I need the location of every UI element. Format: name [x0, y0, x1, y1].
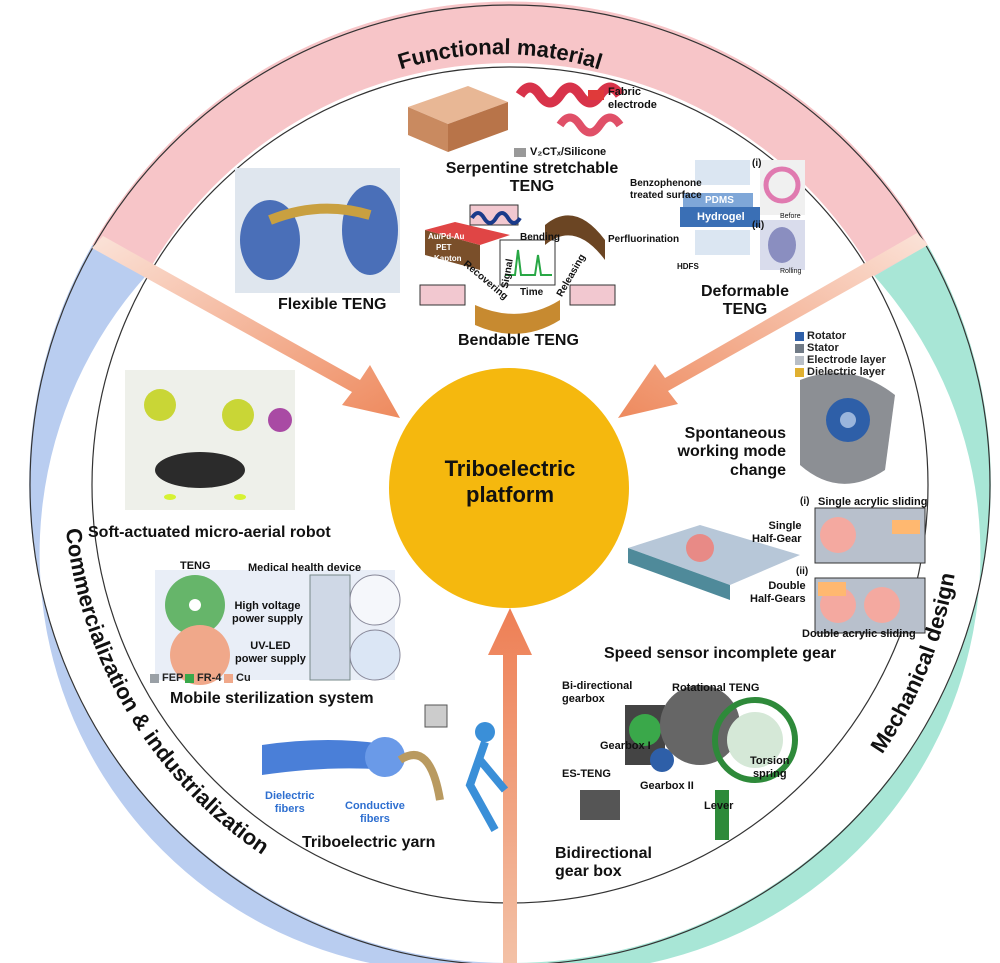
- single-acrylic-label: Single acrylic sliding: [818, 496, 928, 508]
- deformable-marker-ii: (ii): [752, 220, 765, 231]
- ring-right: [510, 245, 991, 963]
- teng-label: TENG: [180, 560, 211, 572]
- high-voltage-label: High voltage power supply: [232, 600, 303, 625]
- time-label: Time: [520, 287, 544, 298]
- bendable-teng-illustration: [419, 204, 616, 334]
- spontaneous-mode-label: Spontaneous working mode change: [677, 425, 786, 479]
- v2ct-silicone-label: V₂CTₓ/Silicone: [530, 146, 607, 158]
- legend-rotator: Rotator: [795, 330, 846, 342]
- pdms-label: PDMS: [705, 195, 734, 206]
- micro-aerial-robot-photo: [125, 370, 295, 510]
- benzophenone-label: Benzophenone treated surface: [630, 178, 702, 201]
- serpentine-teng-illustration: [408, 82, 625, 157]
- center-title-line1: Triboelectric: [444, 456, 576, 481]
- hdfs-label: HDFS: [677, 262, 699, 271]
- dielectric-fibers-label: Dielectric fibers: [265, 790, 315, 815]
- center-title: Triboelectric platform: [395, 456, 625, 509]
- medical-device-label: Medical health device: [248, 562, 362, 574]
- serpentine-teng-label: Serpentine stretchable TENG: [445, 160, 619, 196]
- arrow-right: [618, 233, 928, 418]
- bidirectional-gearbox-small-label: Bi-directional gearbox: [562, 680, 633, 705]
- triboelectric-yarn-illustration: [262, 704, 509, 832]
- before-label: Before: [780, 213, 801, 220]
- speed-marker-ii: (ii): [796, 566, 809, 577]
- torsion-spring-label: Torsion spring: [750, 755, 790, 780]
- uvled-label: UV-LED power supply: [235, 640, 306, 665]
- bidirectional-gearbox-illustration: [580, 685, 798, 840]
- legend-cu: Cu: [224, 672, 251, 684]
- speed-sensor-illustration: [628, 507, 926, 634]
- center-circle: [389, 368, 629, 608]
- rotational-teng-label: Rotational TENG: [672, 682, 760, 694]
- legend-fep: FEP: [150, 672, 183, 684]
- double-halfgear-label: Double Half-Gears: [750, 580, 806, 605]
- micro-aerial-robot-label: Soft-actuated micro-aerial robot: [88, 524, 331, 541]
- es-teng-label: ES-TENG: [562, 768, 611, 780]
- au-pd-au-label: Au/Pd-Au: [428, 232, 465, 241]
- kapton-label: Kapton: [434, 254, 462, 263]
- flexible-teng-photo: [235, 168, 400, 293]
- legend-fr4: FR-4: [185, 672, 221, 684]
- deformable-teng-label: Deformable TENG: [700, 283, 790, 319]
- sterilization-illustration: [155, 570, 401, 685]
- speed-sensor-label: Speed sensor incomplete gear: [604, 645, 837, 662]
- bidirectional-gear-box-label: Bidirectional gear box: [555, 845, 652, 881]
- double-acrylic-label: Double acrylic sliding: [802, 628, 916, 640]
- pet-label: PET: [436, 243, 452, 252]
- center-title-line2: platform: [466, 482, 554, 508]
- speed-marker-i: (i): [800, 496, 810, 507]
- flexible-teng-label: Flexible TENG: [278, 296, 387, 313]
- gearbox-2-label: Gearbox II: [640, 780, 694, 792]
- arrow-left: [92, 236, 400, 418]
- mobile-sterilization-label: Mobile sterilization system: [170, 690, 374, 707]
- arrow-bottom: [488, 608, 532, 963]
- deformable-teng-illustration: [680, 160, 805, 270]
- lever-label: Lever: [704, 800, 734, 812]
- ring-outline-outer: [29, 4, 991, 963]
- fabric-electrode-label: Fabric electrode: [608, 86, 657, 111]
- triboelectric-yarn-label: Triboelectric yarn: [302, 834, 436, 851]
- ring-left: [29, 245, 510, 963]
- rolling-label: Rolling: [780, 268, 802, 275]
- ring-top: [92, 1, 928, 276]
- conductive-fibers-label: Conductive fibers: [345, 800, 405, 825]
- single-halfgear-label: Single Half-Gear: [752, 520, 802, 545]
- perfluorination-label: Perfluorination: [608, 234, 680, 245]
- gearbox-1-label: Gearbox I: [600, 740, 651, 752]
- legend-stator: Stator: [795, 342, 839, 354]
- legend-electrode-layer: Electrode layer: [795, 354, 886, 366]
- deformable-marker-i: (i): [752, 158, 762, 169]
- hydrogel-label: Hydrogel: [697, 211, 745, 223]
- spontaneous-mode-illustration: [800, 372, 895, 484]
- bendable-teng-label: Bendable TENG: [458, 332, 579, 349]
- legend-dielectric-layer: Dielectric layer: [795, 366, 885, 378]
- bending-label: Bending: [520, 232, 560, 243]
